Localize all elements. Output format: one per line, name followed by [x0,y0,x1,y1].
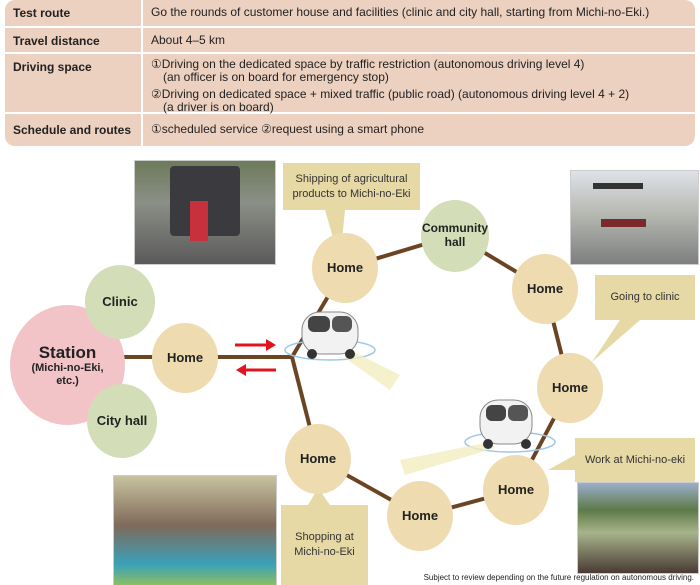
community-hall-node: Community hall [421,200,489,272]
photo-workers [577,482,699,574]
home-node: Home [387,481,453,551]
callout-pointer [592,320,640,362]
home-node: Home [537,353,603,423]
clinic-node: Clinic [85,265,155,339]
arrow-right-icon [235,339,276,351]
table-row: Schedule and routes ①scheduled service ②… [5,114,695,146]
row-value: About 4–5 km [151,33,226,47]
home-node: Home [285,424,351,494]
station-title: Station [38,342,97,362]
autonomous-car-icon [400,399,556,475]
city-hall-node: City hall [87,384,157,458]
info-table: Test route Go the rounds of customer hou… [5,0,695,146]
home-node: Home [312,233,378,303]
callout-shopping: Shopping at Michi-no-Eki [281,505,368,585]
row-label: Driving space [13,60,92,74]
callout-shipping: Shipping of agricultural products to Mic… [283,163,420,210]
home-node: Home [483,455,549,525]
photo-van-delivery [134,160,276,265]
row-value: (a driver is on board) [163,100,274,114]
row-value: ②Driving on dedicated space + mixed traf… [151,87,630,101]
row-label: Test route [13,6,71,20]
callout-pointer [308,488,330,505]
home-node: Home [152,323,218,393]
table-row: Travel distance About 4–5 km [5,28,695,54]
autonomous-car-icon [284,311,400,390]
photo-market [113,475,277,585]
row-value: ①Driving on the dedicated space by traff… [151,57,585,71]
row-label: Travel distance [13,34,100,48]
footnote: Subject to review depending on the futur… [423,573,694,582]
home-node: Home [512,254,578,324]
table-row: Driving space ①Driving on the dedicated … [5,54,695,114]
row-value: (an officer is on board for emergency st… [163,70,389,84]
table-row: Test route Go the rounds of customer hou… [5,0,695,28]
callout-pointer [548,455,575,470]
row-value: Go the rounds of customer house and faci… [151,5,650,19]
row-label: Schedule and routes [13,123,132,137]
arrow-left-icon [236,364,276,376]
station-subtitle: (Michi-no-Eki, etc.) [31,362,104,387]
callout-work: Work at Michi-no-eki [575,438,695,482]
photo-bus-stop [570,170,699,265]
callout-clinic: Going to clinic [595,275,695,320]
row-value: ①scheduled service ②request using a smar… [151,122,424,136]
